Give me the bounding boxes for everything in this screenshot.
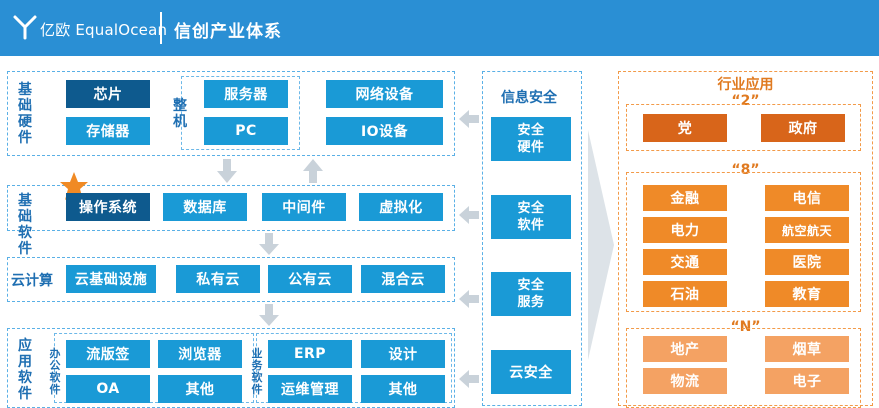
- security-hardware-label: 安全硬件: [517, 123, 545, 155]
- cloud-label: 云计算: [11, 273, 53, 289]
- security-software-label: 安全软件: [517, 201, 545, 233]
- telecom-box: 电信: [765, 185, 849, 211]
- private-cloud-box: 私有云: [176, 265, 260, 293]
- group-8-panel: [626, 172, 861, 312]
- software-label: 基础软件: [18, 193, 32, 257]
- office-label: 办公软件: [49, 347, 61, 396]
- group-2-panel: [626, 104, 861, 151]
- hardware-panel: [7, 71, 455, 156]
- power-box: 电力: [643, 217, 727, 243]
- party-box: 党: [643, 114, 727, 142]
- group-2-label: “2”: [731, 93, 760, 109]
- petroleum-box: 石油: [643, 281, 727, 307]
- database-box: 数据库: [163, 193, 247, 221]
- header-divider: [160, 12, 162, 44]
- down-arrow-icon: [259, 233, 279, 255]
- medical-box: 医院: [765, 249, 849, 275]
- group-n-label: “N”: [730, 319, 761, 335]
- up-arrow-icon: [303, 159, 323, 183]
- hardware-label: 基础硬件: [18, 82, 32, 146]
- os-box: 操作系统: [66, 193, 150, 221]
- storage-box: 存储器: [66, 117, 150, 145]
- security-service-label: 安全服务: [517, 278, 545, 310]
- other-business-box: 其他: [361, 375, 445, 403]
- security-software-box: 安全软件: [491, 195, 571, 239]
- right-chevron-icon: [588, 130, 614, 360]
- pc-box: PC: [204, 117, 288, 145]
- hybrid-cloud-box: 混合云: [361, 265, 445, 293]
- chip-box: 芯片: [66, 80, 150, 108]
- security-hardware-box: 安全硬件: [491, 117, 571, 161]
- erp-box: ERP: [268, 340, 352, 368]
- logo-text: 亿欧 EqualOcean: [40, 21, 168, 39]
- network-box: 网络设备: [326, 80, 443, 108]
- other-office-box: 其他: [158, 375, 242, 403]
- down-arrow-icon: [259, 304, 279, 326]
- browser-box: 浏览器: [158, 340, 242, 368]
- finance-box: 金融: [643, 185, 727, 211]
- left-arrow-icon: [459, 110, 479, 128]
- public-cloud-box: 公有云: [268, 265, 352, 293]
- software-panel: [7, 185, 455, 231]
- format-sign-box: 流版签: [66, 340, 150, 368]
- machine-label: 整机: [173, 98, 187, 130]
- machine-panel: [181, 76, 300, 150]
- industry-title: 行业应用: [717, 77, 774, 93]
- page-title: 信创产业体系: [174, 22, 282, 42]
- oa-box: OA: [66, 375, 150, 403]
- ops-box: 运维管理: [268, 375, 352, 403]
- io-box: IO设备: [326, 117, 443, 145]
- logistics-box: 物流: [643, 368, 727, 394]
- tobacco-box: 烟草: [765, 336, 849, 362]
- education-box: 教育: [765, 281, 849, 307]
- cloud-security-box: 云安全: [491, 350, 571, 394]
- down-arrow-icon: [217, 159, 237, 183]
- transport-box: 交通: [643, 249, 727, 275]
- left-arrow-icon: [459, 290, 479, 308]
- real-estate-box: 地产: [643, 336, 727, 362]
- security-title: 信息安全: [501, 90, 557, 106]
- logo-icon: [12, 14, 38, 40]
- cloud-infra-box: 云基础设施: [66, 265, 156, 293]
- cloud-panel: [7, 257, 455, 302]
- security-service-box: 安全服务: [491, 272, 571, 316]
- server-box: 服务器: [204, 80, 288, 108]
- electronics-box: 电子: [765, 368, 849, 394]
- left-arrow-icon: [459, 370, 479, 388]
- design-box: 设计: [361, 340, 445, 368]
- group-8-label: “8”: [731, 162, 760, 178]
- government-box: 政府: [761, 114, 845, 142]
- aviation-box: 航空航天: [765, 217, 849, 243]
- left-arrow-icon: [459, 206, 479, 224]
- middleware-box: 中间件: [262, 193, 346, 221]
- apps-label: 应用软件: [18, 338, 32, 402]
- business-label: 业务软件: [251, 347, 263, 396]
- header-bar: [0, 0, 879, 56]
- virtualization-box: 虚拟化: [359, 193, 443, 221]
